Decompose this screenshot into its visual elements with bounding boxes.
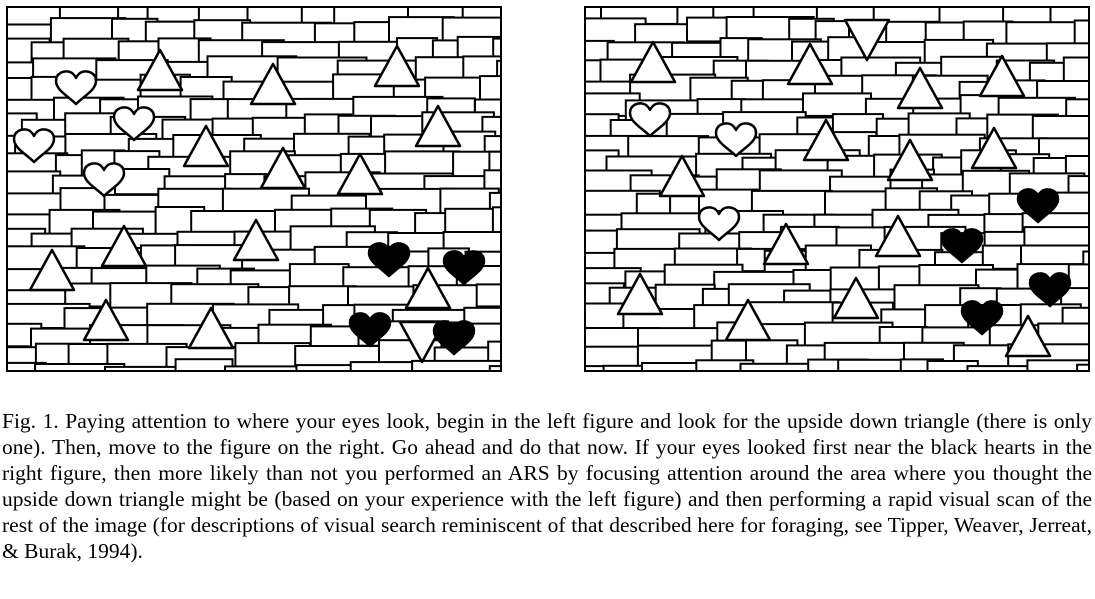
triangle (232, 218, 280, 262)
distractor-rectangle (739, 362, 817, 370)
distractor-rectangle (802, 92, 872, 117)
distractor-rectangle (8, 361, 47, 370)
black-heart (348, 312, 392, 348)
triangle (658, 154, 706, 198)
distractor-rectangle (491, 206, 500, 237)
distractor-rectangle (602, 364, 660, 370)
distractor-rectangle (487, 340, 500, 369)
distractor-rectangle (488, 150, 500, 180)
right-search-figure (584, 6, 1090, 372)
triangle (616, 272, 664, 316)
distractor-rectangle (1067, 263, 1088, 292)
triangle (832, 276, 880, 320)
distractor-rectangle (479, 75, 500, 104)
white-heart (82, 162, 126, 198)
triangle (786, 42, 834, 86)
white-heart (697, 206, 741, 242)
triangle (187, 306, 235, 350)
white-heart (112, 106, 156, 142)
triangle (1004, 314, 1052, 358)
black-heart (432, 320, 476, 356)
right-search-figure-canvas (586, 8, 1088, 370)
inverted-triangle-target (843, 18, 891, 62)
black-heart (1016, 188, 1060, 224)
distractor-rectangle (837, 358, 922, 370)
triangle (762, 222, 810, 266)
distractor-rectangle (411, 359, 500, 370)
black-heart (367, 242, 411, 278)
black-heart (442, 250, 486, 286)
distractor-rectangle (926, 360, 979, 370)
triangle (874, 214, 922, 258)
distractor-rectangle (349, 361, 415, 370)
distractor-rectangle (174, 358, 234, 370)
triangle (136, 48, 184, 92)
distractor-rectangle (1082, 250, 1088, 275)
distractor-rectangle (899, 358, 944, 370)
distractor-rectangle (496, 59, 500, 85)
triangle (886, 138, 934, 182)
triangle (28, 248, 76, 292)
triangle (629, 40, 677, 84)
distractor-rectangle (641, 362, 708, 370)
triangle (802, 118, 850, 162)
left-search-figure (6, 6, 502, 372)
black-heart (960, 300, 1004, 336)
distractor-rectangle (475, 283, 500, 308)
triangle (404, 266, 452, 310)
distractor-rectangle (295, 364, 374, 370)
triangle (259, 146, 307, 190)
distractor-rectangle (492, 37, 500, 66)
triangle (182, 124, 230, 168)
distractor-rectangle (384, 150, 461, 176)
triangle (82, 298, 130, 342)
distractor-rectangle (586, 365, 616, 370)
triangle (336, 152, 384, 196)
black-heart (940, 228, 984, 264)
white-heart (714, 122, 758, 158)
distractor-rectangle (488, 191, 500, 220)
triangle (249, 62, 297, 106)
triangle (896, 66, 944, 110)
distractor-rectangle (695, 359, 755, 370)
triangle (978, 54, 1026, 98)
figure-caption: Fig. 1. Paying attention to where your e… (2, 409, 1092, 563)
distractor-rectangle (1062, 56, 1088, 85)
triangle (724, 298, 772, 342)
triangle (100, 224, 148, 268)
triangle (414, 104, 462, 148)
distractor-rectangle (224, 365, 316, 370)
triangle (970, 126, 1018, 170)
triangle (373, 44, 421, 88)
distractor-rectangle (966, 365, 1034, 370)
distractor-rectangle (34, 363, 126, 370)
black-heart (1028, 272, 1072, 308)
distractor-rectangle (1026, 359, 1088, 370)
white-heart (628, 102, 672, 138)
white-heart (12, 128, 56, 164)
distractor-rectangle (1076, 363, 1088, 370)
distractor-rectangle (104, 365, 186, 370)
white-heart (54, 70, 98, 106)
distractor-rectangle (488, 365, 500, 370)
left-search-figure-canvas (8, 8, 500, 370)
